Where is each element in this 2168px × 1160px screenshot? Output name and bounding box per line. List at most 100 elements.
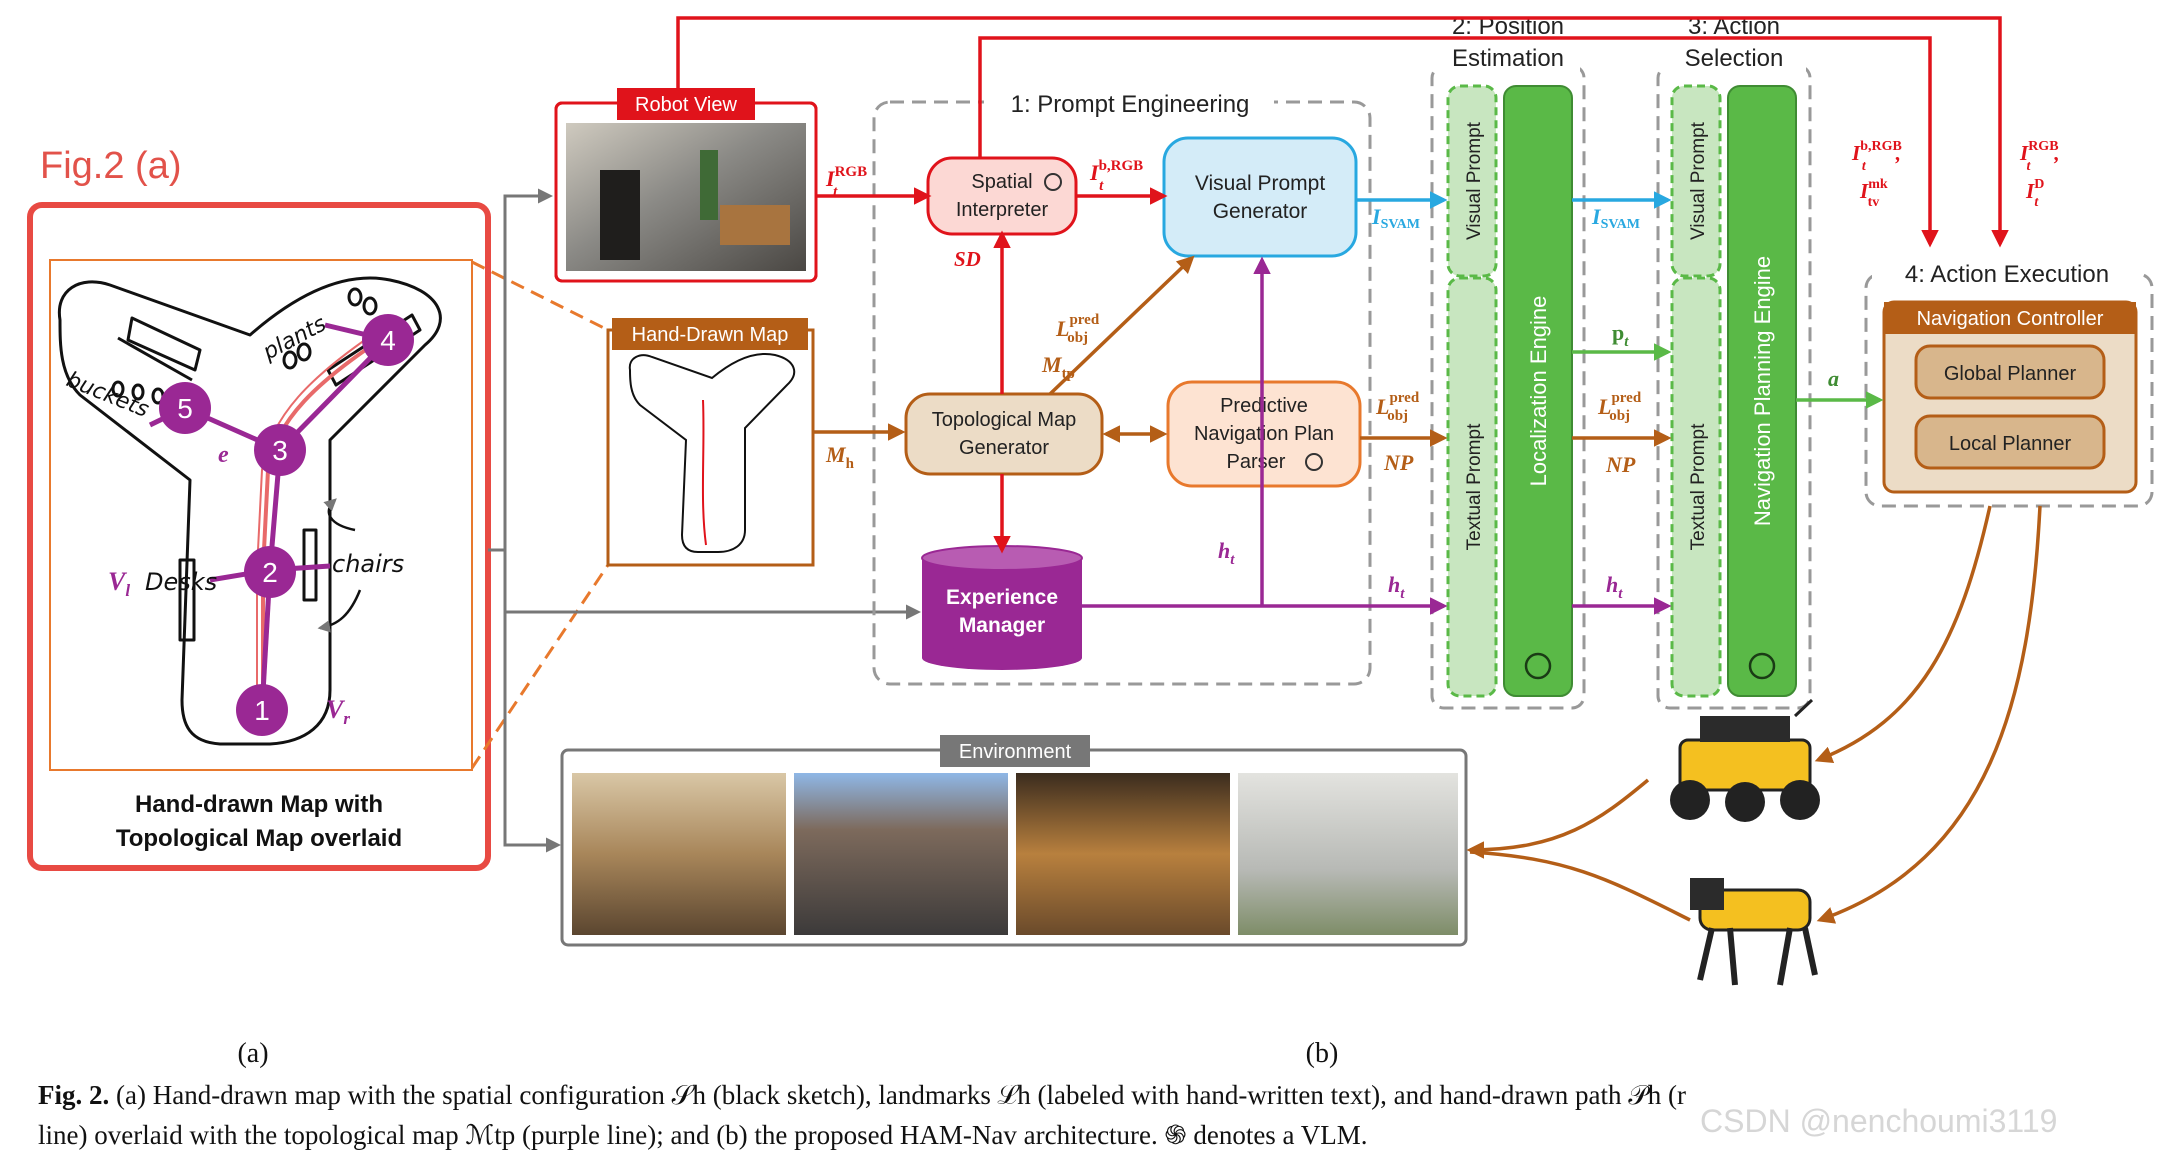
label-mh: Mh xyxy=(825,442,855,472)
purple-arrows xyxy=(1082,256,1672,615)
svg-text:Visual Prompt: Visual Prompt xyxy=(1464,121,1485,240)
svg-text:Experience: Experience xyxy=(946,586,1058,609)
watermark: CSDN @nenchoumi3119 xyxy=(1700,1103,2057,1139)
environment-image-4 xyxy=(1238,773,1458,935)
hand-drawn-map-thumbnail xyxy=(628,352,796,553)
hand-drawn-map-title: Hand-Drawn Map xyxy=(632,324,789,346)
legged-robot-icon xyxy=(1690,878,1818,986)
label-ht-3: ht xyxy=(1606,572,1623,602)
label-ht-1: ht xyxy=(1218,538,1235,568)
node-3 xyxy=(254,424,306,476)
environment-image-3 xyxy=(1016,773,1230,935)
chairs-arrow-down xyxy=(317,589,362,633)
svg-text:Estimation: Estimation xyxy=(1452,45,1564,72)
svg-text:Local Planner: Local Planner xyxy=(1949,433,2072,455)
svg-text:Generator: Generator xyxy=(959,437,1049,459)
navigation-controller-title: Navigation Controller xyxy=(1917,308,2104,330)
robot-view-tag xyxy=(617,88,755,120)
label-isvam-2: ISVAM xyxy=(1591,204,1640,232)
svg-text:Global Planner: Global Planner xyxy=(1944,363,2077,385)
topological-map-generator-box xyxy=(904,392,1104,476)
zoom-line-top xyxy=(471,260,609,332)
svg-text:2: 2 xyxy=(262,557,278,588)
action-selection-group xyxy=(1656,64,1812,710)
svg-text:Topological Map: Topological Map xyxy=(932,409,1077,431)
svg-text:Textual Prompt: Textual Prompt xyxy=(1688,423,1709,550)
label-mtp: Mtp xyxy=(1041,352,1075,382)
svg-text:Navigation Plan: Navigation Plan xyxy=(1194,423,1334,445)
panel-a-caption-2: Topological Map overlaid xyxy=(116,825,402,852)
svg-text:Visual Prompt: Visual Prompt xyxy=(1195,172,1326,195)
label-np-2: NP xyxy=(1605,452,1636,477)
vlm-icon xyxy=(1748,652,1776,680)
predictive-parser-box xyxy=(1166,380,1362,488)
hand-drawn-map-tag xyxy=(612,318,808,350)
svg-text:Spatial: Spatial xyxy=(971,171,1032,193)
node-4 xyxy=(362,314,414,366)
figure-label: Fig.2 (a) xyxy=(40,145,181,187)
topological-nodes: 1 2 3 4 5 xyxy=(159,314,414,736)
label-ht-2: ht xyxy=(1388,572,1405,602)
spatial-interpreter-box xyxy=(926,156,1078,236)
svg-text:1: 1 xyxy=(254,695,270,726)
as-textual-prompt xyxy=(1670,276,1722,698)
panel-a-caption-1: Hand-drawn Map with xyxy=(135,791,383,818)
svg-text:Parser: Parser xyxy=(1227,451,1286,473)
gray-connectors xyxy=(488,188,921,853)
svg-text:Interpreter: Interpreter xyxy=(956,199,1049,221)
experience-manager-cylinder xyxy=(921,545,1083,670)
red-arrows xyxy=(676,16,2009,554)
svg-text:3: 3 xyxy=(272,435,288,466)
vlm-icon xyxy=(1305,453,1323,471)
pe-textual-prompt xyxy=(1446,276,1498,698)
label-a: a xyxy=(1828,366,1839,391)
as-visual-prompt xyxy=(1670,84,1722,278)
pe-visual-prompt xyxy=(1446,84,1498,278)
landmark-chairs: chairs xyxy=(332,550,404,578)
vlm-icon xyxy=(1524,652,1552,680)
node-2 xyxy=(244,546,296,598)
brown-arrows xyxy=(813,255,2042,924)
edge-label-e: e xyxy=(218,442,229,468)
robot-view-title: Robot View xyxy=(635,94,737,116)
hand-drawn-path-outline xyxy=(256,334,373,708)
wheeled-robot-icon xyxy=(1670,698,1820,822)
subfigure-a-label: (a) xyxy=(237,1038,268,1069)
zoom-line-bottom xyxy=(470,564,610,769)
svg-text:Manager: Manager xyxy=(959,614,1045,637)
svg-text:Textual Prompt: Textual Prompt xyxy=(1464,423,1485,550)
svg-text:4: 4 xyxy=(380,325,396,356)
navigation-planning-engine xyxy=(1727,85,1797,697)
global-planner xyxy=(1914,344,2106,400)
svg-text:5: 5 xyxy=(177,393,193,424)
label-pt: pt xyxy=(1612,320,1629,350)
node-5 xyxy=(159,382,211,434)
localization-engine xyxy=(1503,85,1573,697)
svg-text:Generator: Generator xyxy=(1213,200,1308,223)
vl-label: Vl xyxy=(108,567,130,600)
label-isvam-1: ISVAM xyxy=(1371,204,1420,232)
corridor-sketch xyxy=(57,276,442,746)
svg-text:Selection: Selection xyxy=(1685,45,1784,72)
svg-text:Predictive: Predictive xyxy=(1220,395,1308,417)
subfigure-b-label: (b) xyxy=(1306,1038,1339,1069)
chairs-arrow-up xyxy=(323,498,356,532)
environment-tag xyxy=(940,735,1090,767)
environment-image-1 xyxy=(572,773,786,935)
svg-text:Localization Engine: Localization Engine xyxy=(1526,296,1551,487)
environment-title: Environment xyxy=(959,741,1072,763)
caption-line-2: line) overlaid with the topological map … xyxy=(38,1120,1368,1150)
vlm-icon xyxy=(1044,173,1062,191)
svg-text:Navigation Planning Engine: Navigation Planning Engine xyxy=(1750,256,1775,526)
node-1 xyxy=(236,684,288,736)
environment-image-2 xyxy=(794,773,1008,935)
label-np-1: NP xyxy=(1383,450,1414,475)
